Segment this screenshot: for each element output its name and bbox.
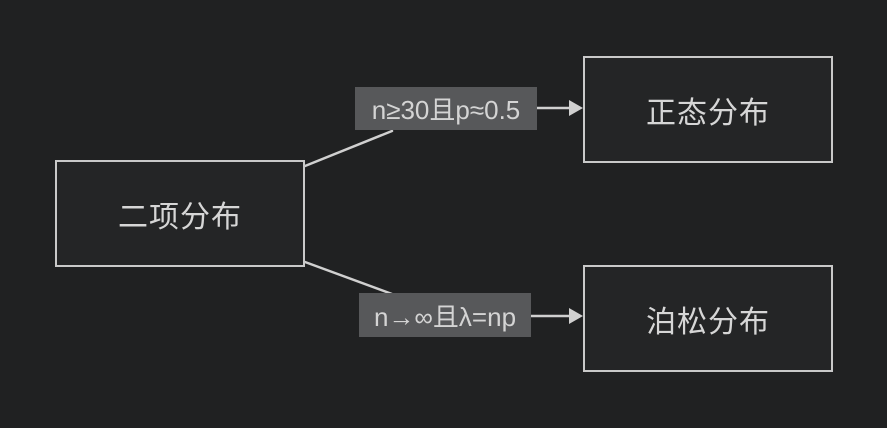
arrow-head-icon — [569, 100, 583, 116]
edge-condition-poisson[interactable]: n→∞且λ=np — [359, 293, 531, 337]
node-poisson-label: 泊松分布 — [646, 305, 770, 339]
node-normal-distribution[interactable]: 正态分布 — [583, 56, 833, 163]
node-binomial-label: 二项分布 — [118, 200, 242, 234]
edge-condition-normal[interactable]: n≥30且p≈0.5 — [355, 87, 537, 130]
connector-binomial-normal — [303, 129, 394, 168]
node-normal-label: 正态分布 — [646, 96, 770, 130]
connector-binomial-poisson — [303, 260, 394, 296]
node-binomial-distribution[interactable]: 二项分布 — [55, 160, 305, 267]
node-poisson-distribution[interactable]: 泊松分布 — [583, 265, 833, 372]
arrow-head-icon — [569, 308, 583, 324]
